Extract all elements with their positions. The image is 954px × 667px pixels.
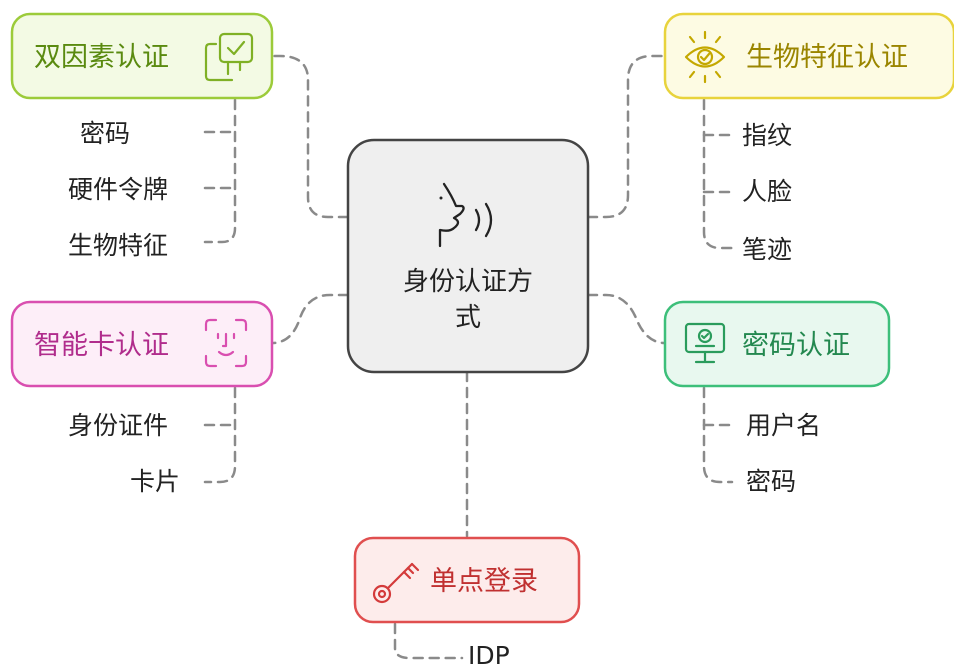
eye-check-icon xyxy=(684,30,726,84)
monitor-check-icon xyxy=(684,322,726,364)
two-factor-child-1: 密码 xyxy=(80,119,130,148)
connector-center-smart-card xyxy=(270,293,350,345)
face-scan-icon xyxy=(204,318,248,368)
password-child-1: 用户名 xyxy=(746,411,821,440)
connector-smart-card-children xyxy=(203,386,237,484)
two-factor-child-2: 硬件令牌 xyxy=(68,175,168,204)
connector-center-password xyxy=(586,293,667,345)
center-label-line1: 身份认证方 xyxy=(403,267,533,297)
connector-password-children xyxy=(702,386,734,484)
biometric-node: 生物特征认证 xyxy=(663,12,954,100)
two-factor-child-3: 生物特征 xyxy=(68,231,168,260)
password-node: 密码认证 xyxy=(663,300,891,388)
sso-label: 单点登录 xyxy=(430,566,538,597)
connector-two-factor-children xyxy=(203,98,237,244)
connector-biometric-children xyxy=(702,98,734,250)
two-factor-node: 双因素认证 xyxy=(10,12,274,100)
connector-center-biometric xyxy=(586,54,667,219)
speaking-head-icon xyxy=(438,182,493,248)
checklist-icon xyxy=(204,32,254,82)
sso-node: 单点登录 xyxy=(353,536,581,624)
key-icon xyxy=(372,562,420,604)
smart-card-child-1: 身份证件 xyxy=(68,411,168,440)
center-label-line2: 式 xyxy=(455,303,481,333)
smart-card-child-2: 卡片 xyxy=(130,467,180,496)
biometric-child-2: 人脸 xyxy=(742,177,792,206)
biometric-child-3: 笔迹 xyxy=(742,235,792,264)
smart-card-node: 智能卡认证 xyxy=(10,300,274,388)
connectors xyxy=(203,54,734,660)
smart-card-label: 智能卡认证 xyxy=(34,330,169,361)
two-factor-label: 双因素认证 xyxy=(34,42,169,73)
password-child-2: 密码 xyxy=(746,467,796,496)
connector-sso-child xyxy=(393,622,464,660)
biometric-label: 生物特征认证 xyxy=(746,42,908,73)
center-node: 身份认证方 式 xyxy=(346,138,590,374)
connector-center-two-factor xyxy=(270,54,350,219)
biometric-child-1: 指纹 xyxy=(742,121,792,150)
sso-child-1: IDP xyxy=(468,641,510,667)
password-label: 密码认证 xyxy=(742,330,850,361)
